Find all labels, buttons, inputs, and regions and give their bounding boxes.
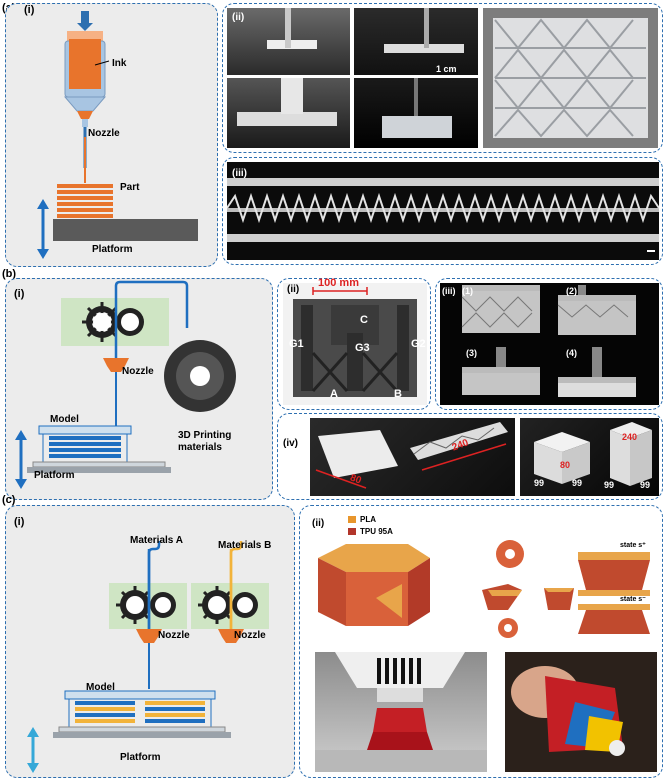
- nozzle-label: Nozzle: [88, 128, 120, 139]
- nozzle-a-label: Nozzle: [158, 630, 190, 641]
- g3-label: G3: [355, 342, 370, 354]
- pla-swatch: [348, 516, 356, 523]
- dim-99-d: 99: [640, 480, 651, 490]
- platform-label: Platform: [120, 752, 161, 763]
- ink-label: Ink: [112, 58, 127, 69]
- photo-print-1: [227, 8, 350, 75]
- photo-beams: [310, 418, 515, 496]
- platform-label: Platform: [34, 470, 75, 481]
- state-minus-label: state s⁻: [620, 596, 646, 603]
- fdm-diagram: [15, 280, 236, 489]
- down-arrow-icon: [15, 479, 27, 489]
- panel-c-ii: [299, 505, 663, 778]
- materials-a-label: Materials A: [130, 535, 183, 546]
- up-arrow-icon: [27, 727, 39, 737]
- model-label: Model: [50, 414, 79, 425]
- origami-cad: [318, 540, 650, 638]
- dim-99-c: 99: [604, 480, 615, 490]
- panel-c-ii-label: (ii): [312, 518, 325, 529]
- panel-b-iii-label: (iii): [442, 286, 456, 296]
- g2-label: G2: [411, 338, 426, 350]
- panel-a-ii-label: (ii): [232, 12, 245, 23]
- panel-c-i-label: (i): [14, 516, 25, 528]
- tpu-legend: TPU 95A: [360, 527, 393, 536]
- platform-label: Platform: [92, 244, 133, 255]
- photo-lattice: [483, 8, 658, 148]
- gear-icon: [126, 596, 144, 614]
- panel-a-i-label: (i): [24, 4, 35, 16]
- part-c-label: C: [360, 314, 368, 326]
- down-arrow-icon: [27, 763, 39, 773]
- platform-block: [53, 219, 198, 241]
- multi-model-stack: [64, 690, 216, 727]
- compression-4: [558, 347, 636, 397]
- stage-3-label: (3): [466, 348, 477, 358]
- up-arrow-icon: [15, 430, 27, 440]
- photo-print-3: [227, 78, 350, 148]
- panel-a-ii: [222, 3, 663, 153]
- panel-b-iii: [435, 278, 663, 410]
- down-arrow-icon: [77, 11, 93, 31]
- stage-2-label: (2): [566, 286, 577, 296]
- photo-long-lattice: [227, 162, 659, 260]
- multimaterial-diagram: [27, 541, 269, 773]
- nozzle-shape: [103, 358, 129, 372]
- dim-240-cube: 240: [622, 432, 638, 442]
- compression-2: [557, 285, 636, 335]
- up-arrow-icon: [37, 199, 49, 209]
- part-label: Part: [120, 182, 140, 193]
- photo-print-2: 1 cm: [354, 8, 478, 75]
- panel-b-label: (b): [2, 268, 17, 280]
- panel-b-iv: [277, 413, 663, 500]
- dim-80-cube: 80: [560, 460, 571, 470]
- panel-b-i-label: (i): [14, 288, 25, 300]
- gear-icon: [82, 302, 122, 342]
- panel-a-iii: [222, 157, 663, 265]
- photo-cubes: [520, 418, 659, 496]
- nozzle-b-label: Nozzle: [234, 630, 266, 641]
- compression-3: [462, 347, 540, 395]
- part-b-label: B: [394, 388, 402, 400]
- dim-99-b: 99: [572, 478, 583, 488]
- model-stack: [38, 425, 132, 462]
- panel-b-ii-label: (ii): [287, 284, 300, 295]
- photo-printer: [315, 652, 487, 772]
- panel-c-label: (c): [2, 494, 16, 506]
- scale-bar-label: 1 cm: [436, 64, 457, 74]
- gear-icon: [208, 596, 226, 614]
- tpu-swatch: [348, 528, 356, 535]
- stage-1-label: (1): [462, 286, 473, 296]
- compression-1: [461, 285, 540, 333]
- photo-gripper: [283, 283, 427, 405]
- dimension-label: 100 mm: [318, 277, 359, 289]
- ink-body: [69, 39, 101, 89]
- panel-b-ii: [277, 278, 431, 410]
- materials-label: 3D Printing materials: [178, 430, 232, 453]
- down-arrow-icon: [37, 249, 49, 259]
- pla-legend: PLA: [360, 515, 376, 524]
- nozzle-label: Nozzle: [122, 366, 154, 377]
- panel-a-iii-label: (iii): [232, 168, 247, 179]
- part-a-label: A: [330, 388, 338, 400]
- dim-99-a: 99: [534, 478, 545, 488]
- state-plus-label: state s⁺: [620, 542, 646, 549]
- part-stack: [57, 184, 113, 218]
- materials-b-label: Materials B: [218, 540, 272, 551]
- photo-print-4: [354, 78, 478, 148]
- photo-compression: [440, 283, 659, 405]
- photo-hand-origami: [505, 652, 657, 772]
- model-label: Model: [86, 682, 115, 693]
- g1-label: G1: [289, 338, 304, 350]
- extrusion-diagram: [37, 11, 198, 259]
- stage-4-label: (4): [566, 348, 577, 358]
- panel-b-iv-label: (iv): [283, 438, 298, 449]
